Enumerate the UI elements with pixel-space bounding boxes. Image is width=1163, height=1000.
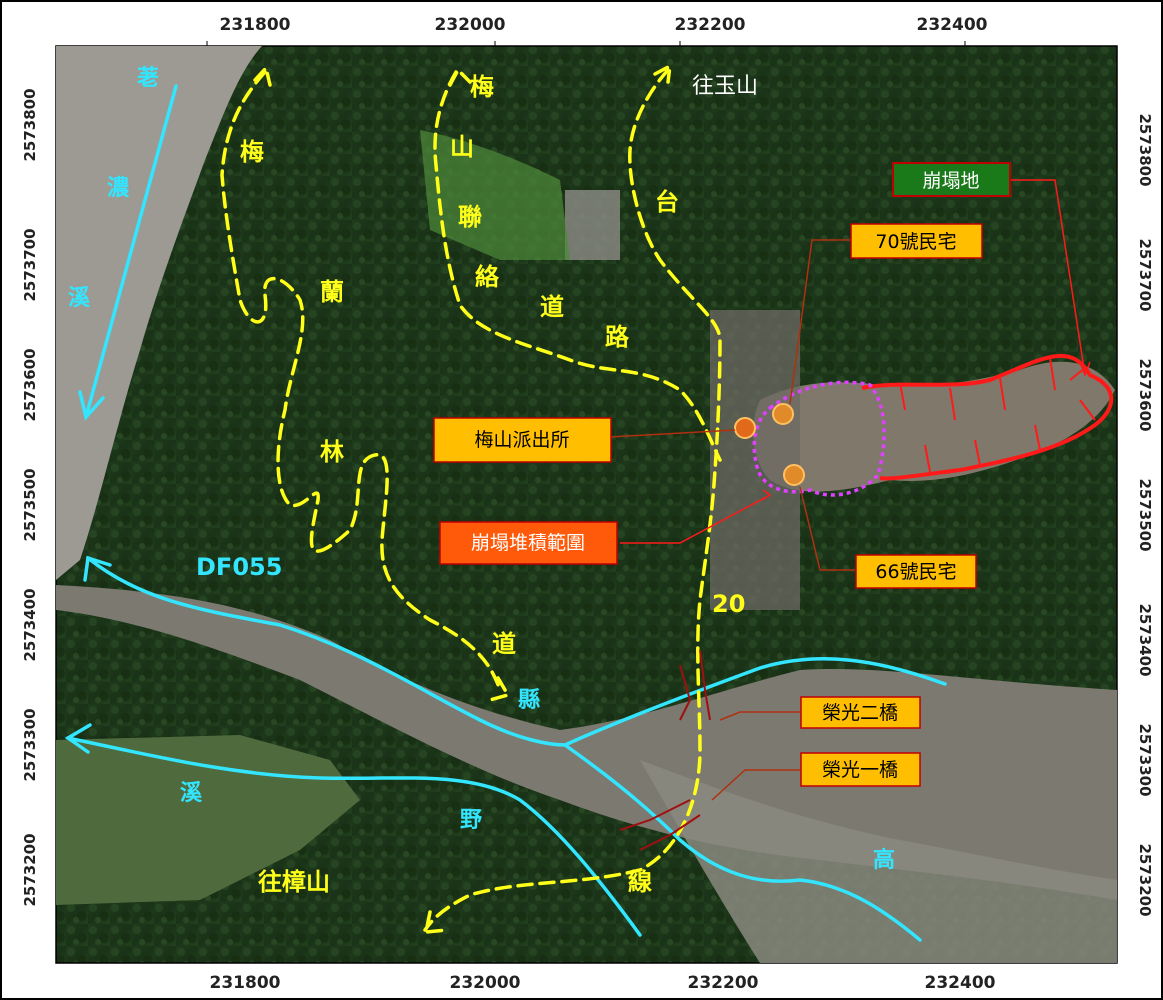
meishan-road-char: 梅 xyxy=(470,73,494,101)
meilan-road-char: 林 xyxy=(320,438,344,466)
meilan-top-arrow xyxy=(253,64,272,87)
meilan-road-arrow xyxy=(488,676,511,702)
y-tick-right: 2573800 xyxy=(1136,113,1154,186)
y-tick-left: 2573300 xyxy=(21,708,39,781)
meishan-link-road xyxy=(433,70,722,462)
river-upper xyxy=(86,556,947,747)
road-labels: 梅 山 聯 絡 道 路 台 20 線 梅 蘭 林 道 往玉山 往樟山 xyxy=(240,73,758,896)
to-yushan-label: 往玉山 xyxy=(692,74,758,99)
callout-text: 崩塌地 xyxy=(922,170,979,192)
county-char: 縣 xyxy=(518,688,540,713)
meishan-road-char: 道 xyxy=(540,293,564,321)
tai20-char: 20 xyxy=(712,590,745,618)
x-axis-top: 231800 232000 232200 232400 xyxy=(206,15,988,46)
green-field xyxy=(420,130,570,260)
y-tick-left: 2573400 xyxy=(21,588,39,661)
meishan-road-char: 絡 xyxy=(475,263,500,291)
meilan-road-char: 道 xyxy=(492,630,516,658)
callout-bridge2[interactable]: 榮光二橋 xyxy=(800,696,921,729)
river-branch xyxy=(563,743,922,942)
y-tick-right: 2573600 xyxy=(1136,358,1154,431)
tai20-arrow-bottom xyxy=(423,910,448,934)
tai20-char: 台 xyxy=(655,188,679,216)
y-tick-right: 2573500 xyxy=(1136,478,1154,551)
xi-char: 溪 xyxy=(180,781,203,806)
landslide-outline xyxy=(861,353,1114,481)
river-lower-arrow-head xyxy=(64,723,92,754)
laonong-river-arrow xyxy=(84,84,178,419)
x-tick-top: 232400 xyxy=(917,15,988,35)
callout-house66[interactable]: 66號民宅 xyxy=(855,554,977,589)
callout-text: 66號民宅 xyxy=(875,561,956,583)
gao-char: 野 xyxy=(460,808,482,833)
lower-riverbed xyxy=(640,760,1117,963)
callout-landslide[interactable]: 崩塌地 xyxy=(892,162,1011,197)
meilan-road-char: 梅 xyxy=(240,138,264,166)
river-lower xyxy=(66,736,642,937)
callout-text: 70號民宅 xyxy=(875,231,956,253)
y-axis-left: 2573800 2573700 2573600 2573500 2573400 … xyxy=(21,88,39,906)
meishan-road-char: 聯 xyxy=(458,203,482,231)
laonong-char: 荖 xyxy=(136,66,159,91)
house-70-marker[interactable] xyxy=(772,403,794,425)
laonong-char: 溪 xyxy=(68,286,91,311)
y-tick-right: 2573700 xyxy=(1136,238,1154,311)
x-tick-bottom: 231800 xyxy=(210,973,281,993)
meilan-road-char: 蘭 xyxy=(320,278,344,306)
callout-police[interactable]: 梅山派出所 xyxy=(433,417,612,463)
x-tick-top: 232000 xyxy=(435,15,506,35)
callout-text: 榮光二橋 xyxy=(822,702,898,724)
x-tick-bottom: 232200 xyxy=(688,973,759,993)
to-zhangshan-label: 往樟山 xyxy=(258,868,330,896)
y-tick-right: 2573400 xyxy=(1136,603,1154,676)
house-66-marker[interactable] xyxy=(783,464,805,486)
df-code-label: DF055 xyxy=(196,553,282,581)
x-tick-top: 232200 xyxy=(675,15,746,35)
x-tick-top: 231800 xyxy=(220,15,291,35)
laonong-char: 濃 xyxy=(107,176,130,201)
bridge-markers xyxy=(619,649,711,851)
x-tick-bottom: 232000 xyxy=(450,973,521,993)
laonong-arrow-head xyxy=(78,390,105,421)
y-tick-left: 2573800 xyxy=(21,88,39,161)
meishan-road-char: 山 xyxy=(450,133,474,161)
callout-house70[interactable]: 70號民宅 xyxy=(850,223,983,259)
satellite-imagery xyxy=(55,45,1118,964)
river-lines xyxy=(64,84,947,942)
tai20-road xyxy=(423,68,722,932)
y-axis-right: 2573800 2573700 2573600 2573500 2573400 … xyxy=(1136,113,1154,916)
river-valley xyxy=(56,585,1117,900)
y-tick-left: 2573700 xyxy=(21,228,39,301)
callout-text: 崩塌堆積範圍 xyxy=(471,532,585,554)
y-tick-right: 2573300 xyxy=(1136,723,1154,796)
tai20-char: 線 xyxy=(628,868,652,896)
x-tick-bottom: 232400 xyxy=(925,973,996,993)
road-lines xyxy=(220,62,722,934)
tai20-arrow-top xyxy=(653,62,673,84)
meishan-arrow xyxy=(448,67,472,87)
callout-text: 榮光一橋 xyxy=(822,759,898,781)
callout-deposit[interactable]: 崩塌堆積範圍 xyxy=(439,521,618,565)
y-tick-left: 2573500 xyxy=(21,468,39,541)
laonong-riverbed xyxy=(56,46,262,580)
landslide-scar xyxy=(753,361,1115,492)
building-north xyxy=(565,190,620,260)
police-station-marker[interactable] xyxy=(734,417,756,439)
leader-lines xyxy=(609,179,1091,801)
callout-text: 梅山派出所 xyxy=(474,429,569,451)
meishan-road-char: 路 xyxy=(605,323,630,351)
deposit-outline xyxy=(752,380,886,497)
callout-bridge1[interactable]: 榮光一橋 xyxy=(800,752,921,787)
x-axis-bottom: 231800 232000 232200 232400 xyxy=(210,973,996,993)
y-tick-left: 2573200 xyxy=(21,833,39,906)
river-upper-arrow-head xyxy=(83,555,112,582)
y-tick-right: 2573200 xyxy=(1136,843,1154,916)
river-labels: 荖 濃 溪 縣 溪 野 高 DF055 xyxy=(68,66,895,873)
y-tick-left: 2573600 xyxy=(21,348,39,421)
gao-char: 高 xyxy=(873,847,895,873)
